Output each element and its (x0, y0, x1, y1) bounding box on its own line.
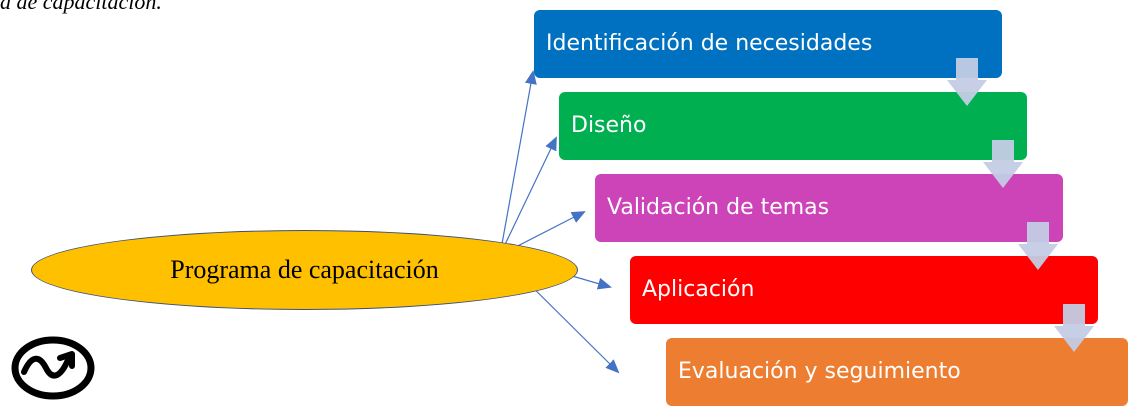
down-chevron-icon (983, 140, 1023, 188)
stage-identificacion-de-necesidades: Identificación de necesidades (534, 10, 1002, 78)
stage-diseno: Diseño (559, 92, 1027, 160)
trend-circle-icon (11, 336, 95, 400)
page-caption: a de capacitación. (0, 0, 162, 14)
stage-evaluacion-y-seguimiento: Evaluación y seguimiento (666, 338, 1128, 406)
center-node-label: Programa de capacitación (170, 255, 439, 284)
connector-arrow (499, 70, 537, 256)
down-chevron-icon (1054, 304, 1094, 352)
down-chevron-icon (1018, 222, 1058, 270)
connector-arrow (499, 136, 557, 256)
stage-aplicacion: Aplicación (630, 256, 1098, 324)
connector-arrows (499, 70, 620, 374)
stage-validacion-de-temas: Validación de temas (595, 174, 1063, 242)
step-chevrons (947, 58, 1094, 352)
down-chevron-icon (947, 58, 987, 106)
center-node-programa-de-capacitacion: Programa de capacitación (31, 230, 578, 310)
